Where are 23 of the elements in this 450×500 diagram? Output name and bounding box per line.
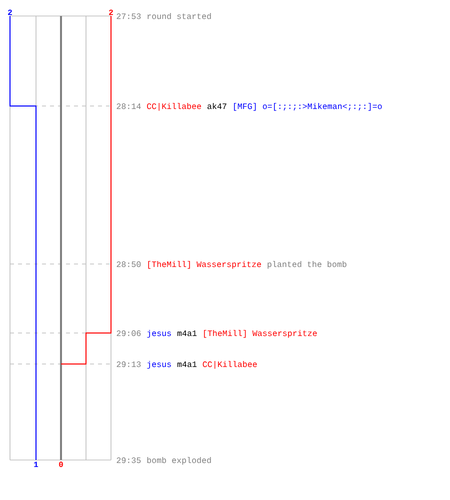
count-label: 2 (109, 10, 113, 15)
count-label: 2 (8, 10, 12, 15)
player-name: jesus (147, 360, 171, 369)
event-text: planted the bomb (268, 260, 346, 269)
timestamp: 29:06 (116, 330, 141, 336)
event-text: bomb exploded (147, 456, 211, 465)
timestamp: 28:14 (116, 103, 141, 110)
player-name: [MFG] o=[:;:;:>Mikeman<;:;:]=o (234, 102, 382, 111)
event-text: round started (148, 12, 211, 20)
timestamp: 29:35 (116, 457, 141, 464)
count-label: 0 (59, 462, 63, 468)
player-name: CC|Killabee (202, 360, 257, 369)
weapon-name: m4a1 (177, 330, 197, 336)
player-name: jesus (147, 330, 171, 338)
player-name: [TheMill] Wasserspritze (204, 330, 317, 338)
weapon-name: m4a1 (177, 362, 197, 368)
timestamp: 27:53 (116, 13, 141, 20)
player-name: CC|Killabee (147, 102, 202, 111)
timestamp: 29:13 (116, 361, 141, 368)
timestamp: 28:50 (116, 261, 141, 268)
count-label: 1 (34, 462, 38, 467)
player-name: [TheMill] Wasserspritze (148, 260, 261, 269)
weapon-name: ak47 (208, 102, 226, 110)
